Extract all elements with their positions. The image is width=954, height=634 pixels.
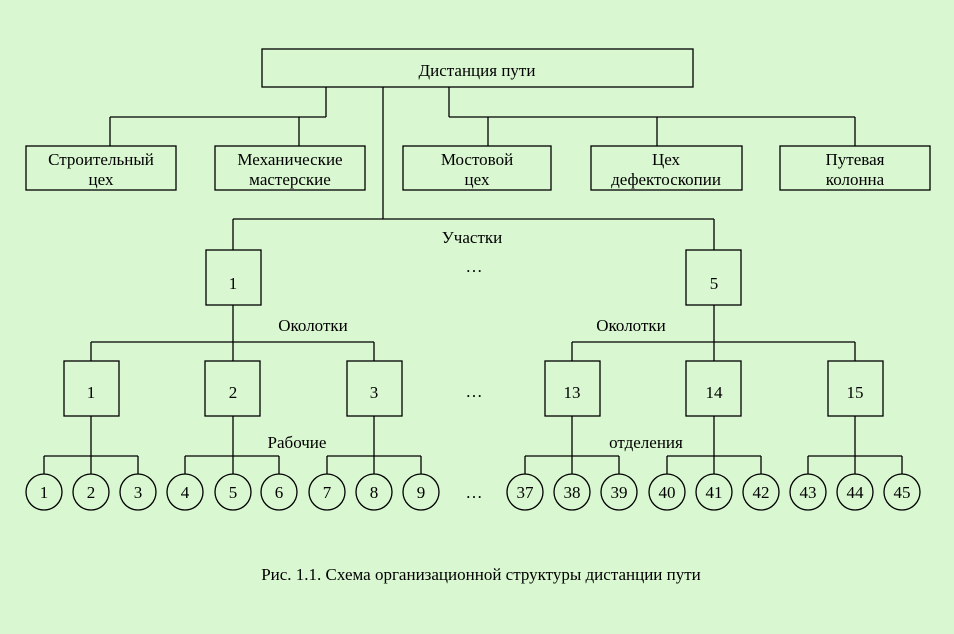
okolotok-label: 3 bbox=[370, 383, 379, 402]
worker-circle bbox=[308, 473, 346, 511]
department-box bbox=[25, 145, 177, 191]
sections-label: Участки bbox=[442, 228, 502, 247]
department-box bbox=[214, 145, 366, 191]
okolotki-label: Околотки bbox=[596, 316, 666, 335]
department-label: дефектоскопии bbox=[611, 170, 721, 189]
department-box bbox=[779, 145, 931, 191]
section-label: 1 bbox=[229, 274, 238, 293]
worker-circle bbox=[506, 473, 544, 511]
workers-ellipsis: … bbox=[466, 483, 483, 502]
section-label: 5 bbox=[710, 274, 719, 293]
okolotok-label: 1 bbox=[87, 383, 96, 402]
department-label: Строительный bbox=[48, 150, 154, 169]
worker-label: 5 bbox=[229, 483, 238, 502]
department-box bbox=[590, 145, 743, 191]
worker-label: 37 bbox=[517, 483, 535, 502]
worker-circle bbox=[214, 473, 252, 511]
worker-circle bbox=[355, 473, 393, 511]
worker-circle bbox=[883, 473, 921, 511]
okolotok-label: 2 bbox=[229, 383, 238, 402]
okolotki-ellipsis: … bbox=[466, 382, 483, 401]
worker-label: 45 bbox=[894, 483, 911, 502]
worker-label: 42 bbox=[753, 483, 770, 502]
worker-circle bbox=[742, 473, 780, 511]
departments: Строительный цех Механические мастерские… bbox=[25, 145, 931, 191]
section-box bbox=[685, 249, 742, 306]
worker-circle bbox=[836, 473, 874, 511]
workers-label: отделения bbox=[609, 433, 683, 452]
okolotki: 1 2 3 13 14 15 bbox=[63, 360, 884, 417]
okolotki-label: Околотки bbox=[278, 316, 348, 335]
top-box-label: Дистанция пути bbox=[419, 61, 536, 80]
worker-label: 6 bbox=[275, 483, 284, 502]
worker-label: 1 bbox=[40, 483, 49, 502]
worker-label: 43 bbox=[800, 483, 817, 502]
department-label: колонна bbox=[826, 170, 885, 189]
department-label: мастерские bbox=[249, 170, 331, 189]
worker-label: 40 bbox=[659, 483, 676, 502]
department-label: Путевая bbox=[826, 150, 885, 169]
worker-label: 9 bbox=[417, 483, 426, 502]
okolotok-box bbox=[204, 360, 261, 417]
worker-circle bbox=[119, 473, 157, 511]
worker-circle bbox=[25, 473, 63, 511]
worker-label: 44 bbox=[847, 483, 865, 502]
worker-circle bbox=[166, 473, 204, 511]
connector-lines bbox=[43, 87, 903, 474]
sections-ellipsis: … bbox=[466, 257, 483, 276]
okolotok-label: 13 bbox=[564, 383, 581, 402]
worker-circle bbox=[789, 473, 827, 511]
worker-label: 39 bbox=[611, 483, 628, 502]
okolotok-box bbox=[63, 360, 120, 417]
worker-label: 2 bbox=[87, 483, 96, 502]
worker-label: 3 bbox=[134, 483, 143, 502]
okolotok-label: 15 bbox=[847, 383, 864, 402]
worker-circle bbox=[260, 473, 298, 511]
worker-circle bbox=[553, 473, 591, 511]
department-label: цех bbox=[89, 170, 114, 189]
figure-caption: Рис. 1.1. Схема организационной структур… bbox=[261, 565, 701, 584]
okolotok-box bbox=[544, 360, 601, 417]
workers-label: Рабочие bbox=[268, 433, 327, 452]
worker-label: 41 bbox=[706, 483, 723, 502]
worker-label: 4 bbox=[181, 483, 190, 502]
worker-circle bbox=[695, 473, 733, 511]
okolotok-box bbox=[827, 360, 884, 417]
okolotok-label: 14 bbox=[706, 383, 724, 402]
okolotok-box bbox=[685, 360, 742, 417]
department-label: Мостовой bbox=[441, 150, 513, 169]
worker-label: 8 bbox=[370, 483, 379, 502]
department-label: Цех bbox=[652, 150, 681, 169]
okolotok-box bbox=[346, 360, 403, 417]
worker-label: 7 bbox=[323, 483, 332, 502]
top-box bbox=[261, 48, 694, 88]
worker-label: 38 bbox=[564, 483, 581, 502]
worker-circle bbox=[72, 473, 110, 511]
section-box bbox=[205, 249, 262, 306]
department-label: Механические bbox=[237, 150, 342, 169]
department-box bbox=[402, 145, 552, 191]
department-label: цех bbox=[465, 170, 490, 189]
worker-circle bbox=[402, 473, 440, 511]
worker-circle bbox=[600, 473, 638, 511]
worker-circle bbox=[648, 473, 686, 511]
